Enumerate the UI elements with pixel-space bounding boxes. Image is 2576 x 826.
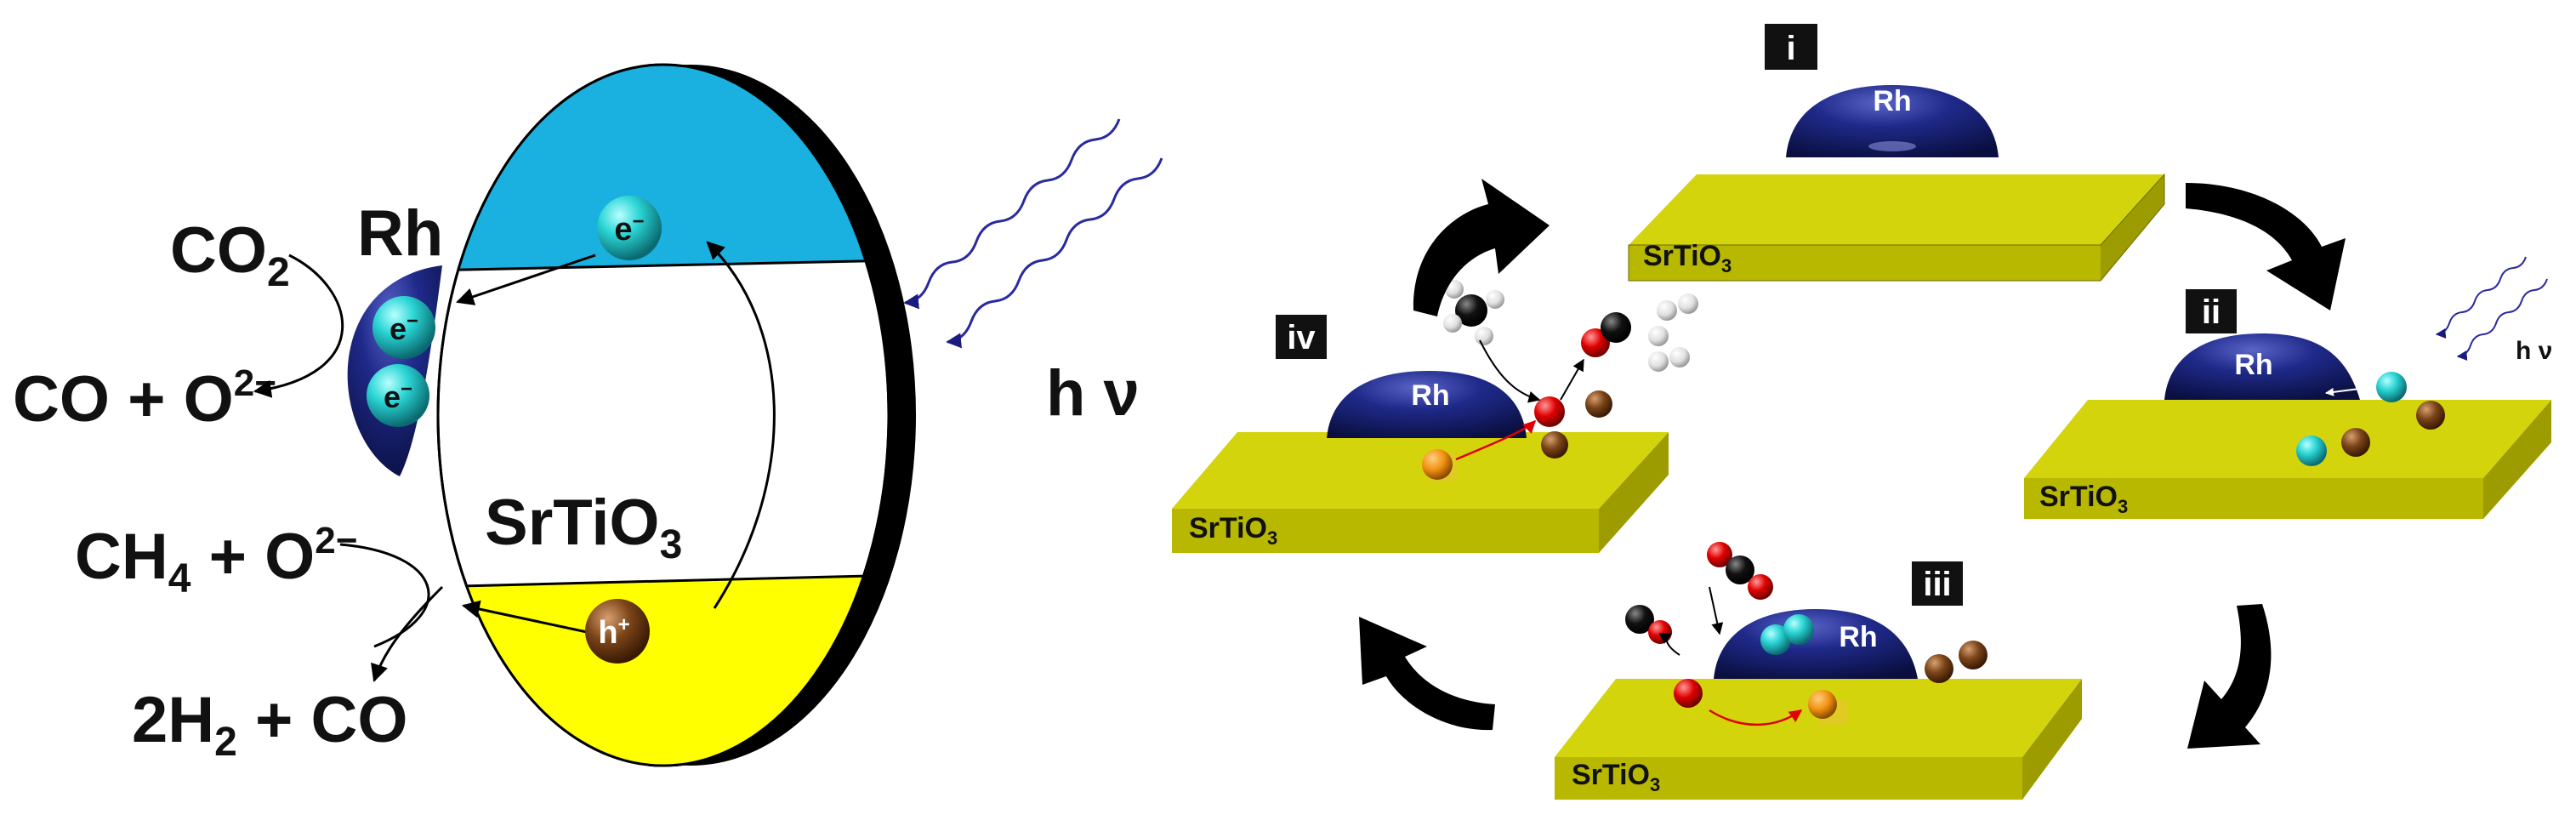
co-o-iv [1581,328,1610,357]
hole-iii-1 [1925,654,1953,683]
rh-label-ii: Rh [2234,349,2272,381]
electron-rh-1: e− [372,296,435,359]
rh-label-iv: Rh [1411,379,1449,412]
light-label-ii: h ν [2516,337,2552,365]
co-c-iv [1601,312,1631,343]
rh-particle-i [1786,85,1999,157]
band-diagram: Rh e− e− e− h+ SrTiO3 CO2 CO + O2− CH4 [13,63,1163,767]
plate-label-iv: SrTiO3 [1189,512,1277,549]
ch4-c [1455,294,1487,327]
light-rays-ii [2435,256,2548,361]
svg-text:h+: h+ [598,613,629,651]
electron-ii-1 [2376,372,2407,402]
hole-ii-1 [2341,428,2370,457]
step-label-ii: ii [2202,293,2221,331]
step-label-iv: iv [1287,319,1316,356]
panel-iii: Rh SrTiO3 iii [1555,542,2082,800]
co2-o1 [1707,542,1732,567]
rh-particle-ii [2164,333,2360,400]
material-label: SrTiO3 [485,487,682,567]
hole-transfer-arrow [461,600,588,634]
ch4-oxidation-arrow [371,585,444,682]
cycle-arrow-ii-to-iii [2187,604,2272,749]
oxygen-vacancy-iii [1808,690,1837,719]
rh-label: Rh [357,197,443,270]
oxygen-atom-iv [1534,396,1565,427]
electron-transfer-arrow [456,253,596,305]
light-label: h ν [1046,357,1140,430]
co2-c [1726,555,1754,584]
plate-label-i: SrTiO3 [1643,240,1732,276]
electron-iii-2 [1783,614,1814,645]
co2-label: CO2 [170,214,290,295]
rh-label-iii: Rh [1839,621,1877,653]
step-label-iii: iii [1923,566,1951,603]
co-o2-label: CO + O2− [13,362,276,436]
rh-particle-iv [1327,371,1527,438]
svg-text:e−: e− [390,310,418,346]
step-label-i: i [1786,30,1795,67]
panel-iv: Rh SrTiO3 iv [1172,280,1698,553]
hole-vb: h+ [585,599,650,664]
co-c [1625,605,1654,634]
electron-rh-2: e− [367,364,429,427]
cycle-arrow-i-to-ii [2186,183,2346,310]
hole-iii-2 [1959,641,1987,669]
electron-cb: e− [597,196,662,260]
cycle-arrow-iii-to-iv [1359,617,1495,731]
electron-ii-2 [2296,436,2327,466]
panel-ii: Rh SrTiO3 ii h ν [2024,256,2552,519]
oxygen-atom-iii [1674,679,1703,708]
panel-i: Rh SrTiO3 i [1628,24,2165,282]
excitation-arrow [706,241,776,609]
plate-label-iii: SrTiO3 [1572,759,1660,795]
plate-label-ii: SrTiO3 [2039,481,2128,517]
svg-text:e−: e− [384,378,412,414]
co2-reduction-arrow [253,253,344,398]
svg-text:e−: e− [614,210,644,248]
co-o [1648,620,1672,644]
ch4-o2-label: CH4 + O2− [75,520,357,601]
syngas-label: 2H2 + CO [132,684,407,765]
rh-label-i: Rh [1873,85,1911,117]
rh-particle-iii [1714,609,1918,679]
cycle-arrow-iv-to-i [1413,179,1550,316]
hole-iv-1 [1585,390,1612,418]
hole-ii-2 [2416,401,2445,430]
hole-iv-2 [1541,431,1568,459]
oxygen-vacancy-iv [1422,449,1453,480]
electron-iii-1 [1760,624,1791,655]
light-rays [903,118,1163,349]
co2-o2 [1748,574,1773,600]
